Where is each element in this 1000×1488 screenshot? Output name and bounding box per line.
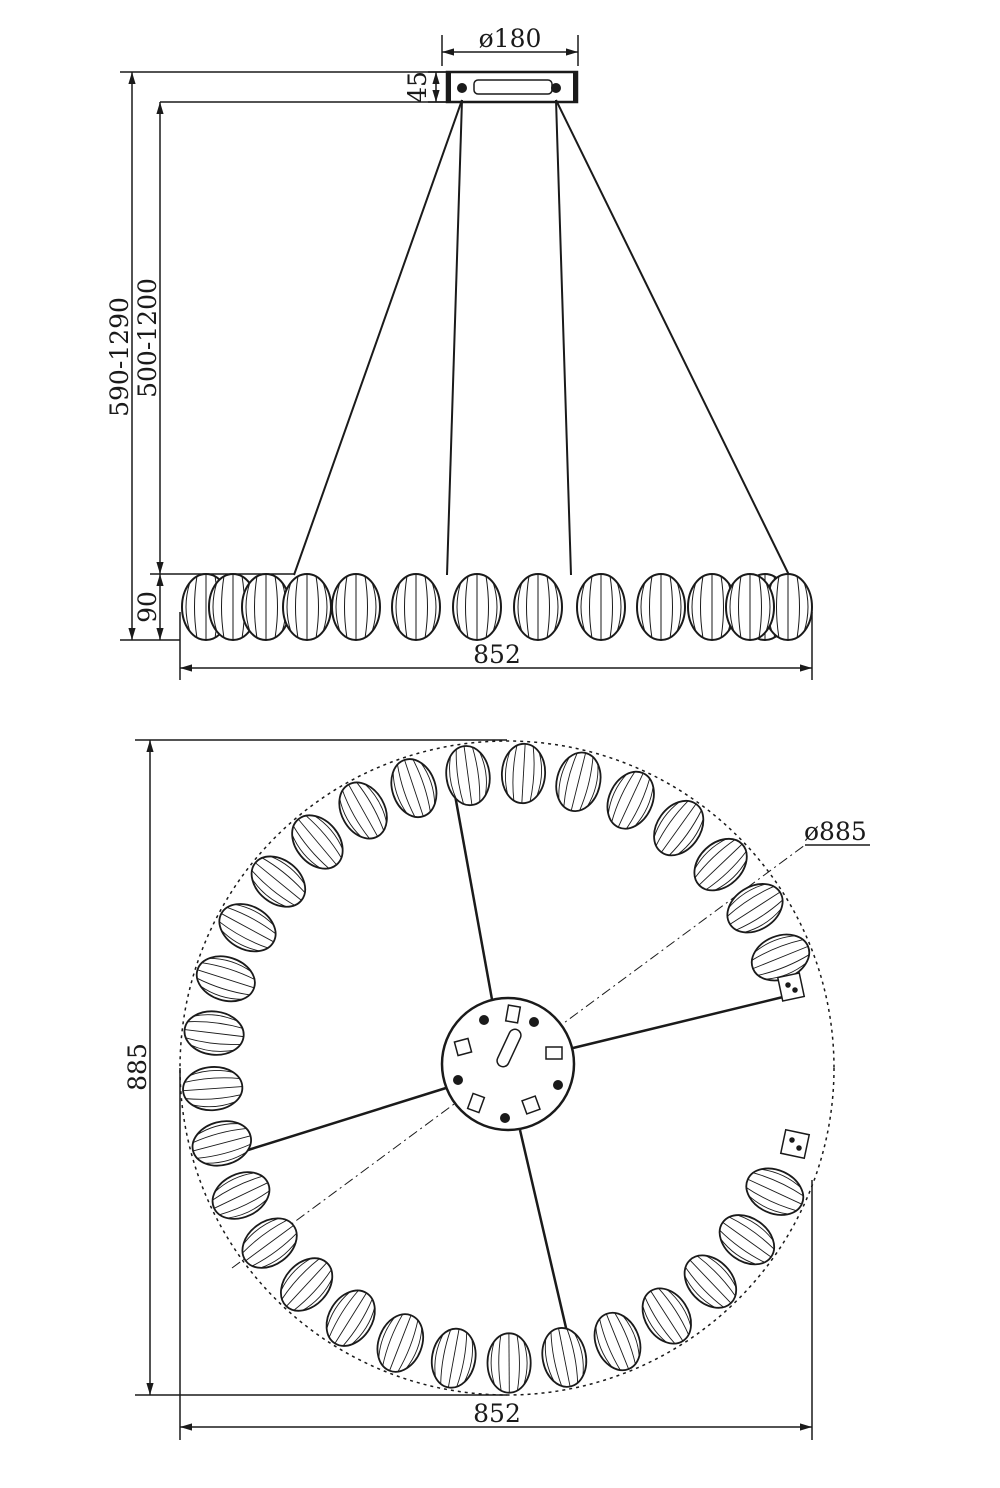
ring-width-side-label: 852 (473, 640, 521, 669)
ceiling-canopy (445, 70, 579, 104)
cable-length-label: 500-1200 (133, 278, 162, 398)
bead (452, 573, 502, 641)
ring-height-label: 90 (133, 591, 162, 623)
bead (441, 742, 495, 809)
bead (725, 573, 775, 641)
center-hub (440, 996, 576, 1132)
dimension-plan-height (135, 739, 507, 1396)
total-height-label: 590-1290 (105, 297, 134, 417)
dimension-total-height (120, 71, 447, 641)
plan-width-label: 852 (473, 1399, 521, 1428)
dimension-canopy-diameter (441, 35, 579, 66)
plan-height-label: 885 (123, 1043, 152, 1091)
bead (186, 1114, 257, 1173)
bead (737, 1158, 812, 1225)
bead (636, 573, 686, 641)
plan-view: 885 852 ø885 (123, 739, 870, 1440)
side-view: ø180 45 590-1290 500-1200 90 (105, 24, 813, 680)
bead (426, 1324, 482, 1393)
dimension-cable-length (150, 101, 447, 575)
bead (383, 752, 445, 824)
canopy-diameter-label: ø180 (479, 24, 542, 53)
canopy-height-label: 45 (403, 71, 432, 103)
suspension-cables (293, 99, 790, 576)
plan-diameter-label: ø885 (804, 817, 867, 846)
bead-ring-side (181, 573, 813, 641)
bead (513, 573, 563, 641)
bead (203, 1162, 279, 1229)
bead (499, 741, 548, 806)
dimension-ring-width-side (179, 612, 813, 680)
bead (368, 1306, 433, 1380)
bead (585, 1304, 650, 1379)
bead (180, 1064, 245, 1114)
dimension-plan-width (179, 1068, 813, 1440)
bead (190, 948, 262, 1010)
bead (181, 1007, 248, 1059)
bead (576, 573, 626, 641)
ring-clips (776, 972, 811, 1160)
bead (549, 746, 608, 817)
support-spokes (247, 794, 784, 1346)
bead (331, 573, 381, 641)
bead (486, 1332, 532, 1394)
bead (282, 573, 332, 641)
bead (536, 1323, 593, 1392)
bead (391, 573, 441, 641)
bead (597, 763, 664, 838)
